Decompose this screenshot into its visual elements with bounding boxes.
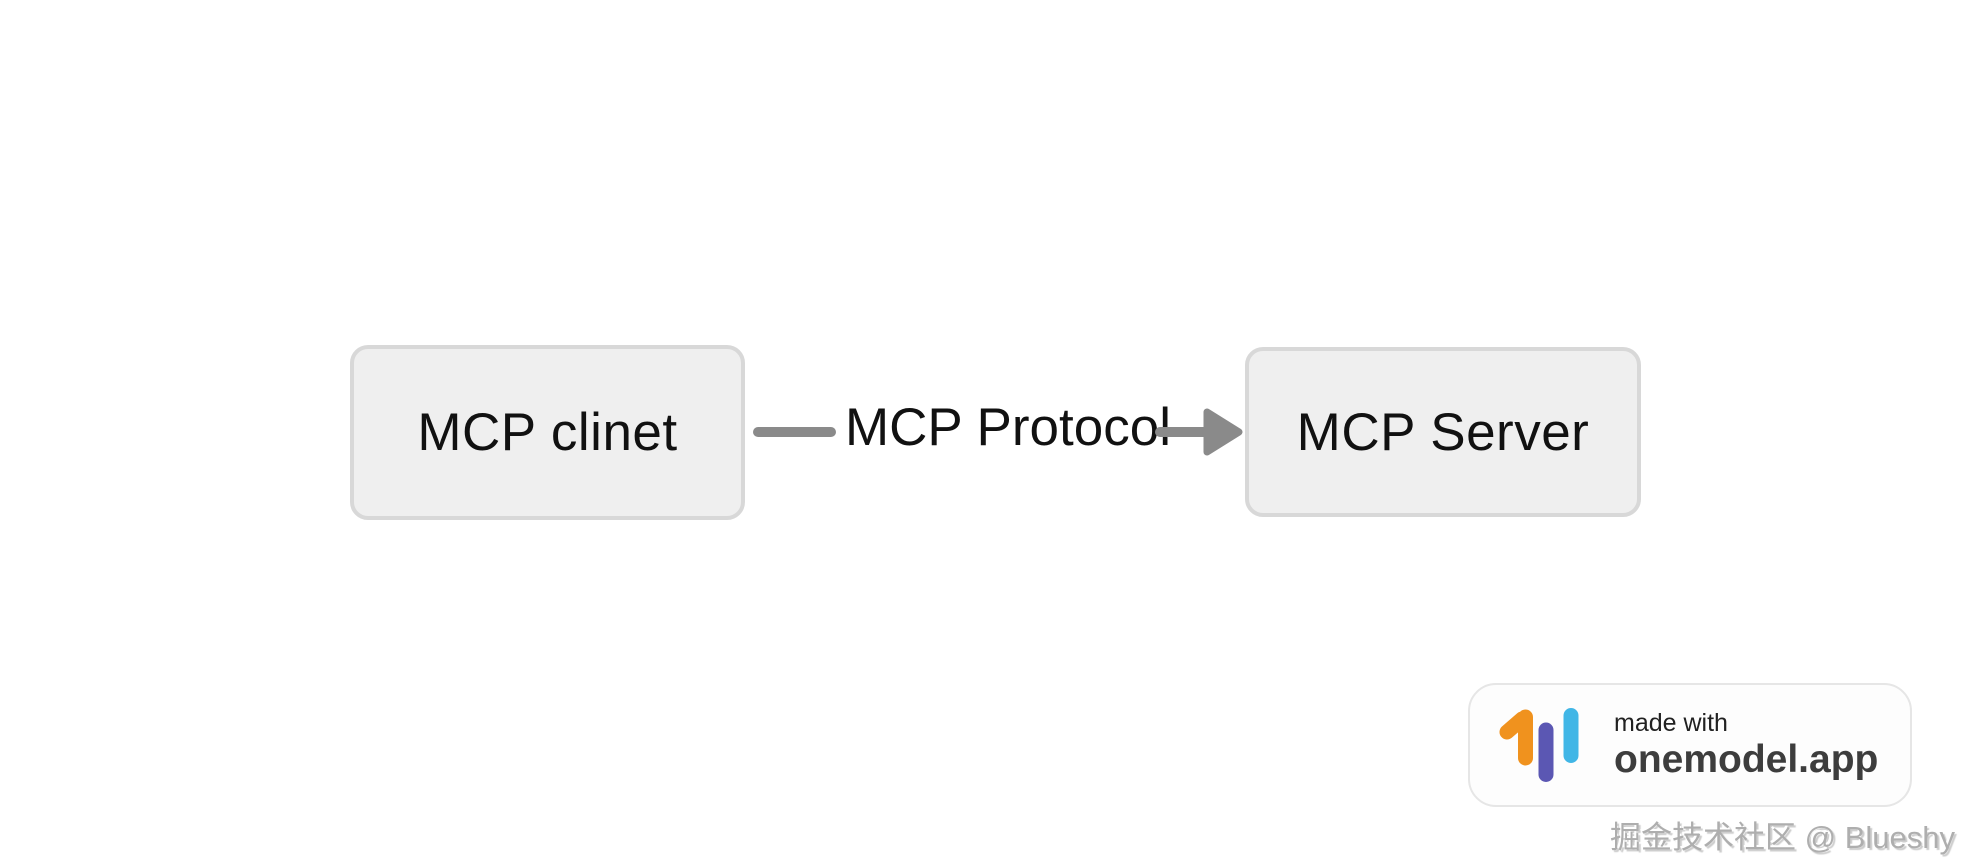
onemodel-logo-icon	[1499, 708, 1579, 782]
node-mcp-server-label: MCP Server	[1296, 402, 1590, 462]
connector-line-right	[1155, 427, 1211, 437]
node-mcp-client[interactable]: MCP clinet	[350, 345, 745, 520]
watermark: 掘金技术社区 @ Blueshy	[1610, 820, 1955, 855]
onemodel-badge[interactable]: made with onemodel.app	[1468, 683, 1912, 807]
connector-label: MCP Protocol	[845, 398, 1171, 457]
connector-line-left	[753, 427, 836, 437]
node-mcp-client-label: MCP clinet	[417, 403, 678, 462]
badge-brand-text: onemodel.app	[1614, 738, 1879, 781]
arrowhead-icon	[1203, 408, 1243, 456]
badge-made-with-text: made with	[1614, 709, 1728, 737]
node-mcp-server[interactable]: MCP Server	[1245, 347, 1641, 517]
